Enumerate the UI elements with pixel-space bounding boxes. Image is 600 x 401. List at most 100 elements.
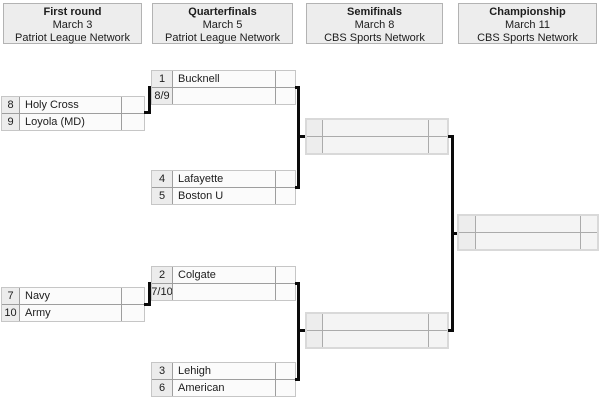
score-cell [276, 284, 295, 300]
score-cell [276, 188, 295, 204]
connector-fr1-vertical [148, 86, 151, 114]
team-cell: Colgate [173, 267, 276, 283]
seed-cell [307, 314, 323, 330]
connector-sf2-vertical [297, 282, 300, 381]
team-cell: Holy Cross [20, 97, 122, 113]
match-row: 6 American [152, 379, 295, 396]
seed-cell: 9 [2, 114, 20, 130]
seed-cell [459, 233, 476, 249]
round-network: Patriot League Network [165, 32, 280, 44]
seed-cell: 1 [152, 71, 173, 87]
score-cell [429, 137, 447, 153]
team-cell: Bucknell [173, 71, 276, 87]
match-row: 7 Navy [2, 288, 144, 304]
score-cell [276, 88, 295, 104]
team-cell [323, 137, 429, 153]
seed-cell: 7 [2, 288, 20, 304]
team-cell [476, 233, 581, 249]
connector-fr2-stub [144, 303, 151, 306]
match-row: 10 Army [2, 304, 144, 321]
round-date: March 5 [202, 19, 243, 31]
team-cell: Army [20, 305, 122, 321]
round-title: Semifinals [346, 6, 403, 18]
score-cell [276, 171, 295, 187]
connector-sf1-vertical [297, 86, 300, 189]
round-network: Patriot League Network [15, 32, 130, 44]
seed-cell: 4 [152, 171, 173, 187]
score-cell [276, 363, 295, 379]
match-quarterfinal-1: 1 Bucknell 8/9 [151, 70, 296, 105]
match-quarterfinal-3: 2 Colgate 7/10 [151, 266, 296, 301]
seed-cell: 8 [2, 97, 20, 113]
match-row [307, 330, 447, 347]
team-cell [173, 284, 276, 300]
score-cell [429, 331, 447, 347]
team-cell: Loyola (MD) [20, 114, 122, 130]
round-date: March 3 [52, 19, 93, 31]
match-row: 8 Holy Cross [2, 97, 144, 113]
match-first-round-1: 8 Holy Cross 9 Loyola (MD) [1, 96, 145, 131]
round-date: March 8 [354, 19, 395, 31]
score-cell [276, 71, 295, 87]
round-header-semifinals: Semifinals March 8 CBS Sports Network [306, 3, 443, 44]
match-semifinal-1 [305, 118, 449, 155]
connector-sf1-nub [448, 135, 452, 138]
score-cell [122, 305, 144, 321]
round-network: CBS Sports Network [324, 32, 425, 44]
seed-cell [307, 331, 323, 347]
team-cell [173, 88, 276, 104]
match-row: 5 Boston U [152, 187, 295, 204]
connector-sf2-stub [299, 329, 305, 332]
match-row: 1 Bucknell [152, 71, 295, 87]
match-quarterfinal-2: 4 Lafayette 5 Boston U [151, 170, 296, 205]
score-cell [276, 380, 295, 396]
round-title: Quarterfinals [188, 6, 257, 18]
round-title: First round [43, 6, 102, 18]
match-row [307, 120, 447, 136]
score-cell [276, 267, 295, 283]
seed-cell: 7/10 [152, 284, 173, 300]
seed-cell [307, 137, 323, 153]
round-title: Championship [489, 6, 566, 18]
match-row: 4 Lafayette [152, 171, 295, 187]
team-cell [476, 216, 581, 232]
score-cell [581, 233, 597, 249]
seed-cell: 3 [152, 363, 173, 379]
match-championship [457, 214, 599, 251]
seed-cell [307, 120, 323, 136]
match-row: 8/9 [152, 87, 295, 104]
score-cell [429, 120, 447, 136]
team-cell: Navy [20, 288, 122, 304]
match-quarterfinal-4: 3 Lehigh 6 American [151, 362, 296, 397]
match-row: 9 Loyola (MD) [2, 113, 144, 130]
match-row [459, 216, 597, 232]
team-cell: Boston U [173, 188, 276, 204]
round-header-quarterfinals: Quarterfinals March 5 Patriot League Net… [152, 3, 293, 44]
match-row [459, 232, 597, 249]
seed-cell: 2 [152, 267, 173, 283]
round-date: March 11 [504, 19, 551, 31]
match-row: 7/10 [152, 283, 295, 300]
score-cell [429, 314, 447, 330]
score-cell [581, 216, 597, 232]
team-cell [323, 331, 429, 347]
round-header-championship: Championship March 11 CBS Sports Network [458, 3, 597, 44]
connector-sf1-stub [299, 135, 305, 138]
match-row: 2 Colgate [152, 267, 295, 283]
match-row: 3 Lehigh [152, 363, 295, 379]
team-cell: American [173, 380, 276, 396]
connector-fr2-vertical [148, 282, 151, 306]
connector-fr1-stub [144, 111, 151, 114]
connector-sf2-nub [448, 329, 452, 332]
connector-final-stub [452, 232, 457, 235]
team-cell [323, 120, 429, 136]
team-cell: Lafayette [173, 171, 276, 187]
match-row [307, 314, 447, 330]
seed-cell [459, 216, 476, 232]
seed-cell: 6 [152, 380, 173, 396]
round-network: CBS Sports Network [477, 32, 578, 44]
seed-cell: 10 [2, 305, 20, 321]
team-cell: Lehigh [173, 363, 276, 379]
match-semifinal-2 [305, 312, 449, 349]
